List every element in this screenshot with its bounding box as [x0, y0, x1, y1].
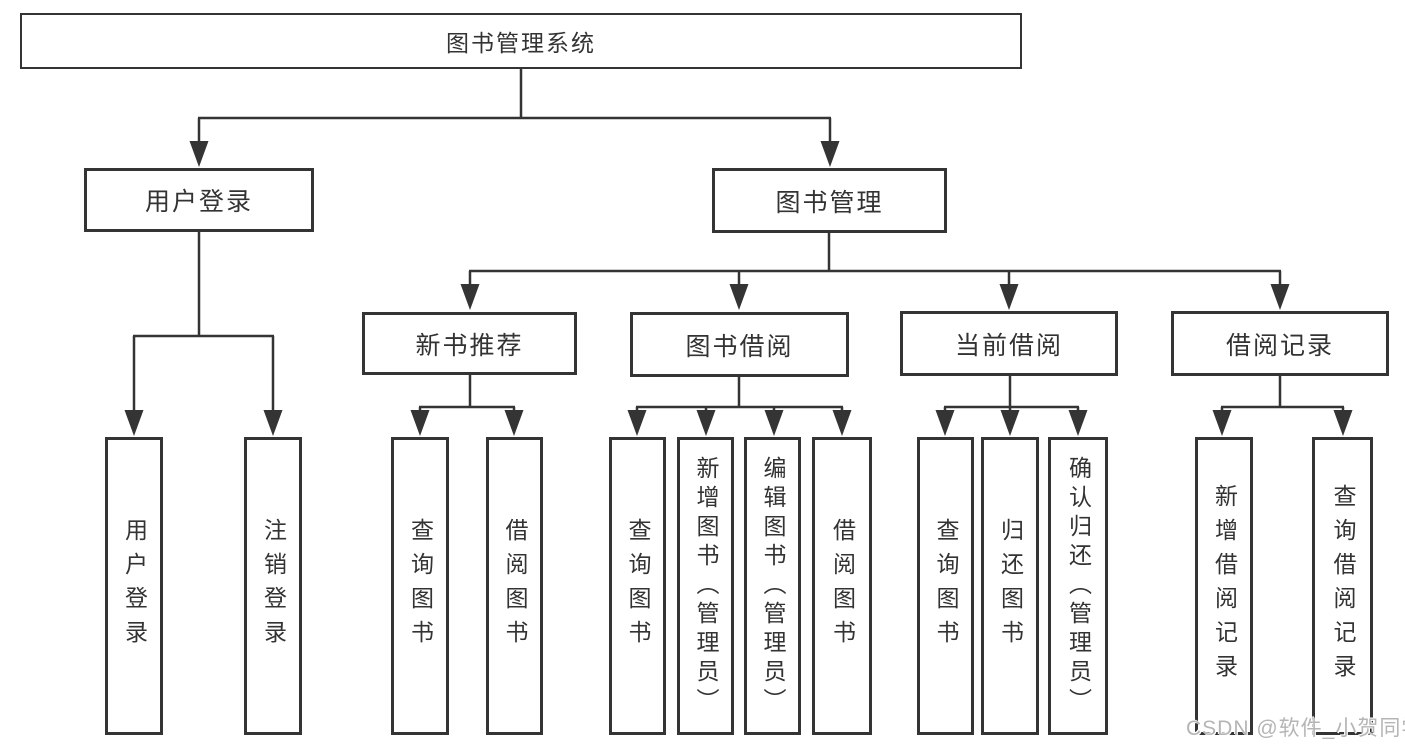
arrowhead	[410, 410, 430, 436]
node-root: 图书管理系统	[20, 13, 1022, 69]
connector-book-borrow	[635, 377, 844, 414]
leaf-label: 借阅图书	[829, 518, 856, 654]
leaf-label: 查询图书	[933, 518, 959, 654]
connector-current-borrow	[943, 376, 1080, 414]
arrowhead	[729, 284, 749, 310]
node-leaf-return-books: 归还图书	[981, 437, 1039, 735]
node-leaf-query-books-rec: 查询图书	[391, 437, 449, 735]
connector-borrow-records	[1220, 375, 1345, 414]
node-leaf-query-books-current: 查询图书	[917, 437, 974, 735]
arrowhead	[1068, 410, 1088, 436]
node-leaf-query-borrow-record: 查询借阅记录	[1312, 437, 1373, 735]
node-new-book-rec: 新书推荐	[362, 312, 577, 375]
arrowhead	[1270, 284, 1290, 310]
arrowhead	[1212, 410, 1232, 436]
arrowhead	[832, 410, 852, 436]
arrowhead	[263, 410, 283, 436]
watermark: CSDN @软件_小贺同学	[1186, 717, 1405, 740]
arrowhead	[124, 410, 144, 436]
leaf-label: 编辑图书（管理员）	[760, 455, 786, 717]
arrowhead	[504, 410, 524, 436]
leaf-label: 注销登录	[260, 518, 287, 654]
arrowhead	[999, 284, 1019, 310]
leaf-label: 查询借阅记录	[1330, 484, 1356, 688]
arrowhead	[627, 410, 647, 436]
arrowhead	[764, 410, 784, 436]
node-book-borrow: 图书借阅	[630, 312, 849, 377]
arrowhead	[696, 410, 716, 436]
node-leaf-add-borrow-record: 新增借阅记录	[1195, 437, 1253, 735]
leaf-label: 新增借阅记录	[1211, 484, 1238, 688]
leaf-label: 归还图书	[997, 518, 1024, 654]
leaf-label: 借阅图书	[502, 518, 528, 654]
node-leaf-confirm-return-admin: 确认归还（管理员）	[1048, 437, 1108, 735]
node-borrow-records: 借阅记录	[1171, 311, 1389, 376]
connector-root	[197, 69, 832, 146]
node-leaf-query-books-borrow: 查询图书	[609, 437, 666, 735]
arrowhead	[1333, 410, 1353, 436]
node-leaf-borrow-books-rec: 借阅图书	[486, 437, 543, 735]
node-leaf-user-login: 用户登录	[105, 437, 163, 735]
arrowhead	[189, 141, 209, 167]
connector-new-book	[418, 375, 516, 414]
arrowhead	[935, 410, 955, 436]
leaf-label: 新增图书（管理员）	[693, 455, 719, 717]
connector-book-mgmt	[468, 233, 1282, 290]
arrowhead	[1000, 410, 1020, 436]
arrowhead	[820, 141, 840, 167]
connector-user-login	[132, 232, 275, 416]
node-leaf-edit-books-admin: 编辑图书（管理员）	[744, 437, 801, 735]
arrowhead	[460, 284, 480, 310]
node-leaf-borrow-books: 借阅图书	[812, 437, 872, 735]
leaf-label: 确认归还（管理员）	[1065, 455, 1092, 717]
node-leaf-add-books-admin: 新增图书（管理员）	[677, 437, 734, 735]
node-leaf-logout: 注销登录	[244, 437, 302, 735]
leaf-label: 用户登录	[121, 518, 148, 654]
node-user-login: 用户登录	[84, 168, 314, 232]
leaf-label: 查询图书	[625, 518, 651, 654]
node-book-mgmt: 图书管理	[712, 168, 947, 233]
node-current-borrow: 当前借阅	[900, 311, 1118, 376]
leaf-label: 查询图书	[407, 518, 434, 654]
